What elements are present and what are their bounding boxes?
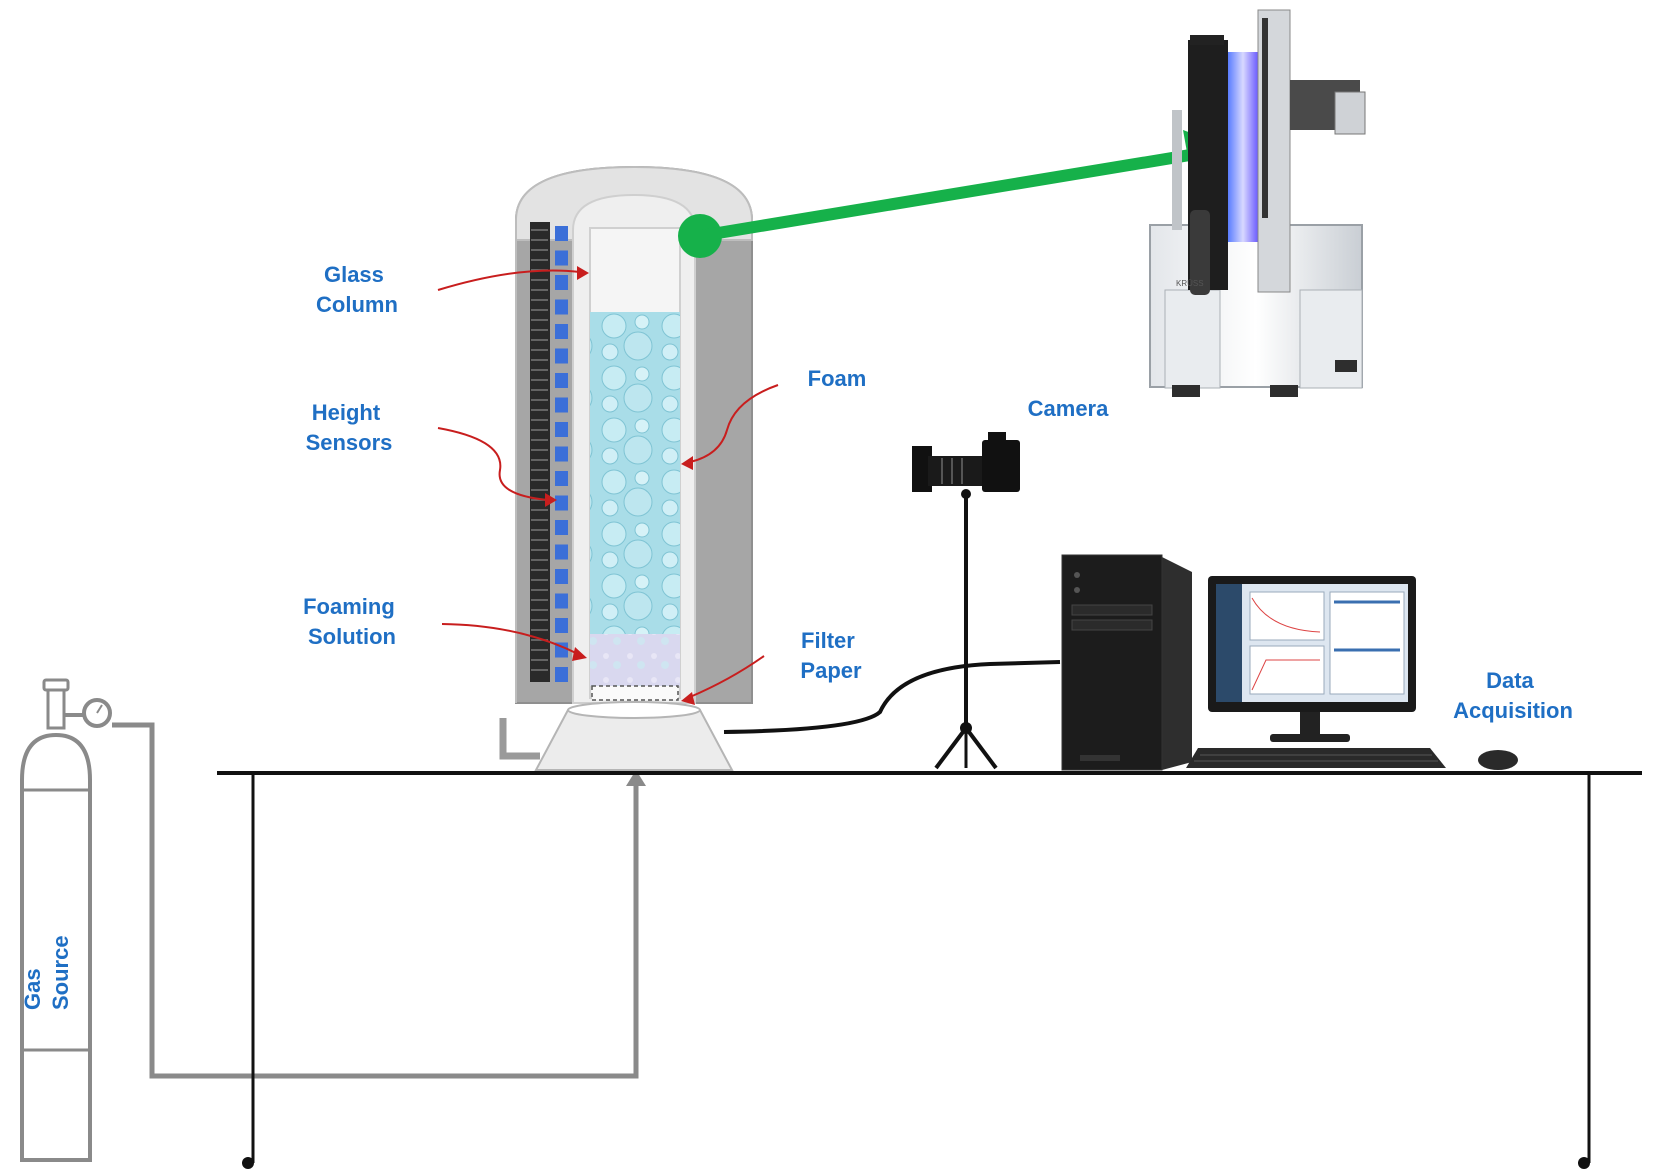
filter-paper-label: Filter Paper [800, 628, 862, 683]
height-sensor [555, 495, 568, 511]
height-sensor [555, 446, 568, 462]
height-sensor [555, 226, 568, 241]
keyboard-icon [1186, 748, 1446, 768]
data-acquisition-label-line1: Data [1486, 668, 1534, 693]
foaming-solution-label: Foaming Solution [303, 594, 401, 649]
height-sensor [555, 373, 568, 388]
camera-icon [912, 432, 1020, 492]
height-sensor [555, 250, 568, 266]
height-sensor [555, 642, 568, 658]
instrument-brand-text: KRÜSS [1176, 279, 1204, 288]
height-sensor [555, 667, 568, 682]
filter-paper-label-line1: Filter [801, 628, 855, 653]
glass-column-label: Glass Column [316, 262, 398, 317]
filter-paper-label-line2: Paper [800, 658, 862, 683]
pointer-arrowheads [545, 266, 695, 705]
glass-column-apparatus [499, 165, 753, 771]
height-sensor [555, 520, 568, 535]
height-sensors-label-line2: Sensors [306, 430, 393, 455]
foaming-solution-pointer [441, 623, 579, 655]
foaming-solution-label-line1: Foaming [303, 594, 395, 619]
height-sensor-blocks [555, 226, 568, 682]
height-sensor [555, 471, 568, 486]
height-sensors-label-line1: Height [312, 400, 381, 425]
mouse-icon [1478, 750, 1518, 770]
height-sensor [555, 275, 568, 290]
data-acquisition-label-line2: Acquisition [1453, 698, 1573, 723]
gas-source-label: Gas Source [20, 935, 73, 1010]
foam-region [590, 312, 680, 634]
height-sensor [555, 593, 568, 609]
data-cable [723, 660, 1061, 734]
gas-cylinder-icon [20, 678, 92, 1162]
gas-source-label-line2: Source [48, 935, 73, 1010]
height-sensors-label: Height Sensors [306, 400, 393, 455]
instrument-link-arrow [678, 130, 1232, 258]
height-sensors-pointer [437, 427, 549, 501]
foaming-solution-label-line2: Solution [308, 624, 396, 649]
lab-table [217, 771, 1642, 1169]
gas-source-label-line1: Gas [20, 968, 45, 1010]
filter-paper [591, 685, 679, 701]
tripod-icon [934, 489, 998, 770]
monitor-icon [1208, 576, 1416, 742]
pc-tower-icon [1061, 554, 1192, 771]
foam-label: Foam [808, 366, 867, 391]
pressure-gauge-icon [64, 698, 112, 728]
glass-column-pointer [437, 269, 581, 291]
gas-supply-line [112, 722, 646, 1079]
height-sensor [555, 544, 568, 560]
glass-column-label-line1: Glass [324, 262, 384, 287]
pointer-arrows [437, 269, 779, 698]
foaming-solution-region [590, 634, 680, 686]
height-sensor [555, 422, 568, 437]
height-sensor [555, 569, 568, 584]
camera-label: Camera [1028, 396, 1109, 421]
glass-column-label-line2: Column [316, 292, 398, 317]
foam-analyzer-instrument-icon: KRÜSS [1149, 9, 1366, 397]
data-acquisition-label: Data Acquisition [1453, 668, 1573, 723]
height-sensor [555, 397, 568, 413]
filter-paper-pointer [689, 655, 765, 698]
height-sensor [555, 348, 568, 364]
foam-pointer [689, 384, 779, 463]
height-sensor [555, 299, 568, 315]
height-sensor [555, 618, 568, 633]
height-sensor [555, 324, 568, 339]
